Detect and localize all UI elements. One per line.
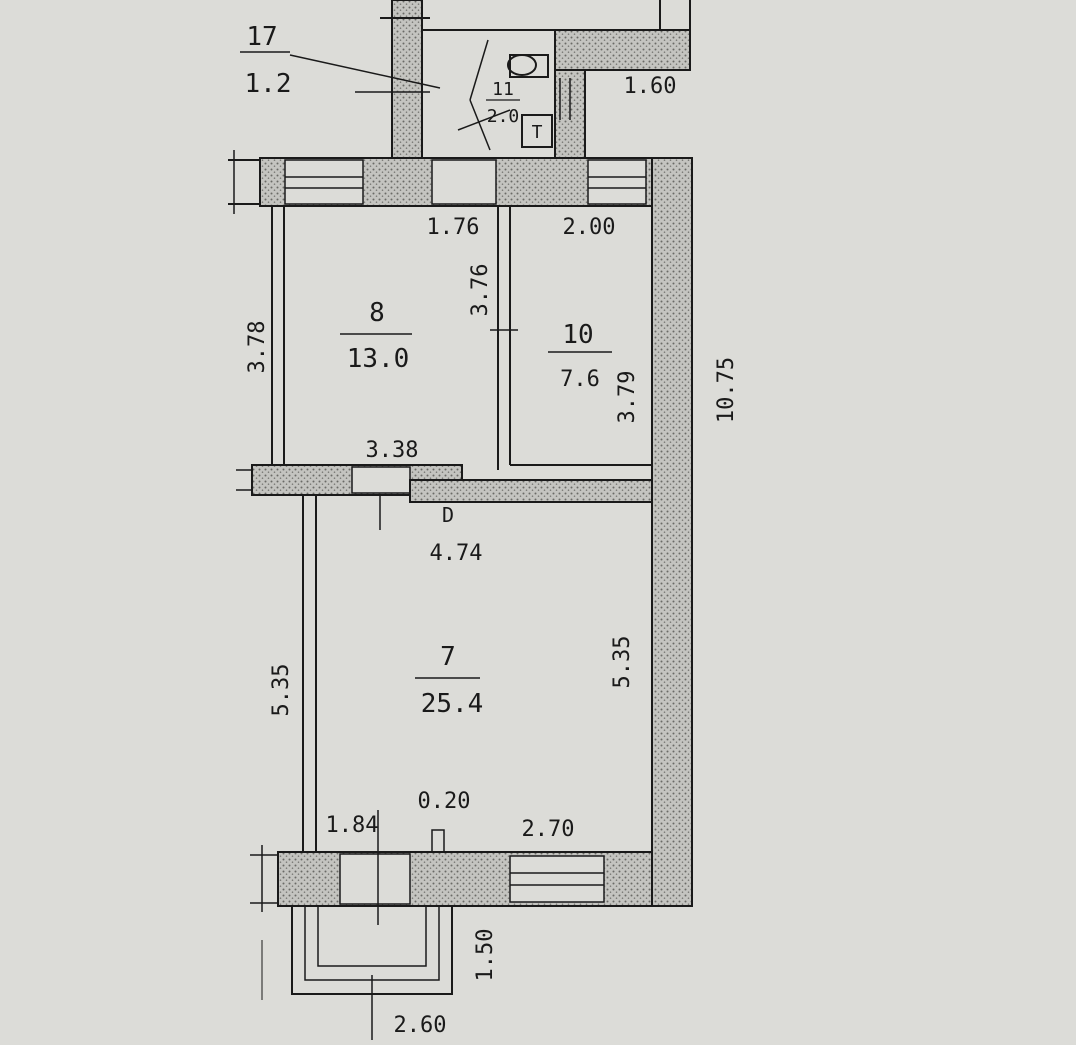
svg-text:1.2: 1.2 bbox=[245, 69, 292, 99]
dim-overall-right: 10.75 bbox=[714, 357, 739, 423]
room-17-label: 17 1.2 bbox=[245, 22, 292, 99]
room-7-label: 7 25.4 bbox=[415, 642, 483, 719]
svg-text:10: 10 bbox=[562, 320, 593, 350]
walls bbox=[228, 150, 693, 925]
svg-text:2.0: 2.0 bbox=[487, 106, 520, 127]
dim-room8-left: 3.78 bbox=[245, 321, 270, 374]
svg-text:7.6: 7.6 bbox=[560, 367, 600, 392]
door-mark: D bbox=[442, 503, 454, 527]
svg-text:13.0: 13.0 bbox=[347, 344, 410, 374]
top-annex bbox=[240, 0, 691, 159]
wc-mark: T bbox=[532, 122, 543, 143]
dim-partition: 3.76 bbox=[468, 264, 493, 317]
dim-room7-top: 4.74 bbox=[430, 541, 483, 566]
dim-bottom-left: 1.84 bbox=[326, 813, 379, 838]
svg-text:25.4: 25.4 bbox=[421, 689, 484, 719]
dim-room7-right: 5.35 bbox=[610, 636, 635, 689]
porch bbox=[261, 905, 453, 1040]
dim-room7-left: 5.35 bbox=[269, 664, 294, 717]
dim-bottom-mid: 0.20 bbox=[418, 789, 471, 814]
dim-room10-right: 3.79 bbox=[615, 371, 640, 424]
svg-text:11: 11 bbox=[492, 79, 514, 100]
dim-room8-bottom: 3.38 bbox=[366, 438, 419, 463]
svg-text:17: 17 bbox=[246, 22, 277, 52]
dim-room8-top: 1.76 bbox=[427, 215, 480, 240]
svg-text:7: 7 bbox=[440, 642, 456, 672]
dim-bottom-right: 2.70 bbox=[522, 817, 575, 842]
svg-text:8: 8 bbox=[369, 298, 385, 328]
dim-top-corridor: 1.60 bbox=[624, 74, 677, 99]
room-8-label: 8 13.0 bbox=[340, 298, 412, 374]
dim-room10-top: 2.00 bbox=[563, 215, 616, 240]
dim-porch-width: 2.60 bbox=[394, 1013, 447, 1038]
room-10-label: 10 7.6 bbox=[548, 320, 612, 392]
room-11-label: 11 2.0 bbox=[486, 79, 520, 127]
dim-porch-depth: 1.50 bbox=[473, 929, 498, 982]
